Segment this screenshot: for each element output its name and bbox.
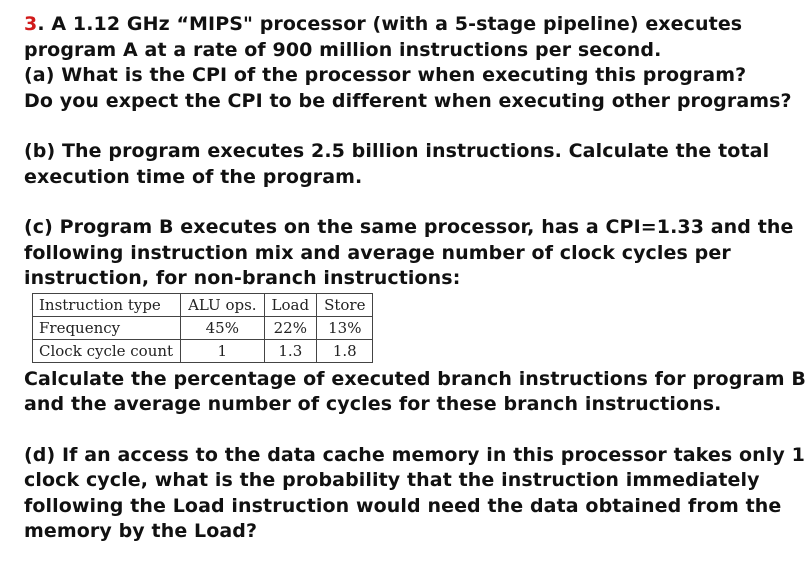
table-cell: 1 [180, 338, 265, 363]
question-3-line-2: program A at a rate of 900 million instr… [24, 38, 662, 61]
instruction-mix-table: Instruction type ALU ops. Load Store Fre… [31, 292, 374, 363]
part-a-line-2: Do you expect the CPI to be different wh… [24, 89, 792, 112]
spacer [24, 418, 804, 443]
part-b-line-2: execution time of the program. [24, 165, 363, 188]
table-header-cell: Instruction type [31, 292, 182, 316]
table-header-cell: Load [263, 292, 318, 316]
part-d-line-3: following the Load instruction would nee… [24, 494, 782, 517]
table-cell: 1.8 [316, 338, 374, 363]
part-d-line-4: memory by the Load? [24, 520, 258, 542]
spacer [24, 190, 804, 215]
table-header-cell: Store [316, 292, 374, 316]
part-c-line-1: (c) Program B executes on the same proce… [24, 216, 794, 238]
part-c-line-4: Calculate the percentage of executed bra… [24, 367, 806, 390]
table-cell: 22% [263, 315, 318, 339]
table-row: Frequency 45% 22% 13% [31, 315, 374, 339]
table-cell: Frequency [31, 315, 182, 339]
table-cell: 1.3 [263, 338, 318, 363]
part-a-line-1: (a) What is the CPI of the processor whe… [24, 64, 747, 86]
table-header-cell: ALU ops. [180, 292, 265, 316]
question-document: 3. A 1.12 GHz “MIPS" processor (with a 5… [24, 12, 806, 545]
question-number: 3 [24, 13, 38, 35]
table-header-row: Instruction type ALU ops. Load Store [31, 292, 374, 316]
part-d-line-1: (d) If an access to the data cache memor… [24, 443, 805, 466]
part-c-line-3: instruction, for non-branch instructions… [24, 267, 461, 289]
spacer [24, 114, 804, 139]
table-cell: Clock cycle count [31, 338, 182, 363]
part-d-line-2: clock cycle, what is the probability tha… [24, 469, 760, 491]
part-c-line-5: and the average number of cycles for the… [24, 393, 722, 415]
part-b-line-1: (b) The program executes 2.5 billion ins… [24, 140, 770, 162]
part-c-line-2: following instruction mix and average nu… [24, 241, 731, 264]
question-3-line-1-text: . A 1.12 GHz “MIPS" processor (with a 5-… [37, 13, 743, 35]
table-cell: 13% [316, 315, 374, 339]
question-3-line-1: 3. A 1.12 GHz “MIPS" processor (with a 5… [24, 12, 804, 38]
table-cell: 45% [180, 315, 265, 339]
table-row: Clock cycle count 1 1.3 1.8 [31, 338, 374, 363]
